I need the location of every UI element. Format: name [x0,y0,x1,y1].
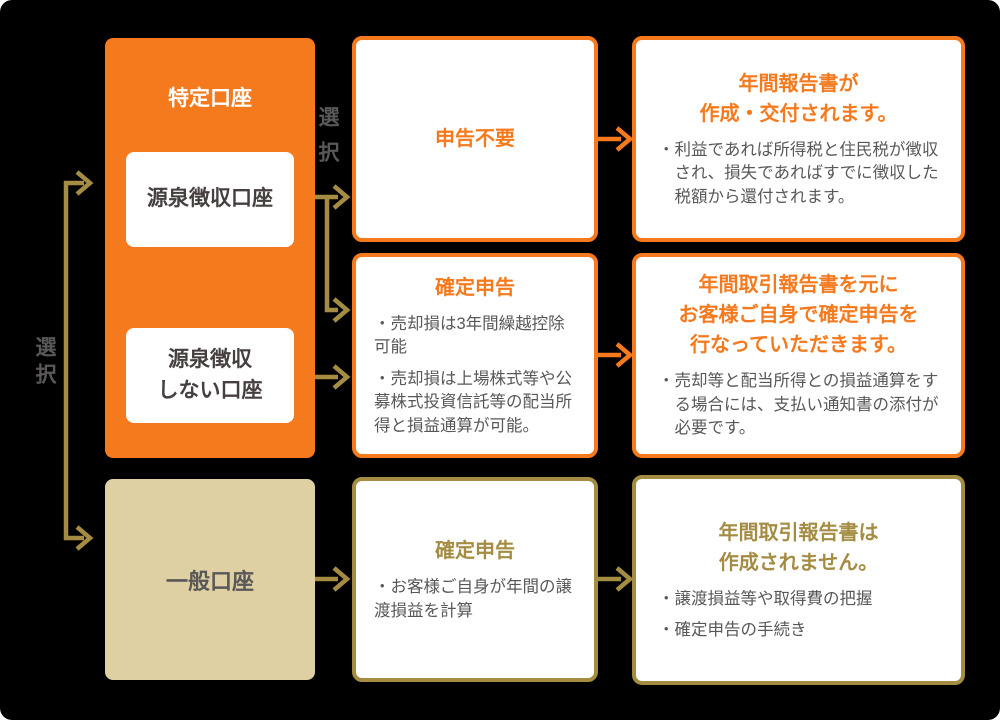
general-tax-return-box: 確定申告 ・お客様ご自身が年間の譲渡損益を計算 [352,477,598,682]
no-filing-box: 申告不要 [352,36,598,242]
gensen-shinai-account-box: 源泉徴収 しない口座 [126,328,294,423]
self-filing-title-line2: お客様ご自身で確定申告を [678,304,919,327]
annual-report-issued-title-line1: 年間報告書が [738,72,859,95]
self-filing-box: 年間取引報告書を元に お客様ご自身で確定申告を 行なっていただきます。 ・売却等… [632,253,965,458]
ippan-account-label: 一般口座 [165,568,254,594]
no-report-title: 年間取引報告書は 作成されません。 [658,518,939,578]
select-label-left: 選択 [33,336,56,390]
self-filing-title-line3: 行なっていただきます。 [690,334,907,357]
tokutei-account-box: 特定口座 源泉徴収口座 源泉徴収 しない口座 [105,38,315,458]
tax-return-bullet-1: ・売却損は3年間繰越控除可能 [374,314,565,357]
ippan-arrow [313,566,351,592]
tokutei-account-title: 特定口座 [168,87,252,110]
self-filing-title-line1: 年間取引報告書を元に [698,274,899,297]
tax-return-box: 確定申告 ・売却損は3年間繰越控除可能 ・売却損は上場株式等や公募株式投資信託等… [352,253,598,458]
no-report-bullet-1: ・譲渡損益等や取得費の把握 [658,589,873,608]
self-filing-title: 年間取引報告書を元に お客様ご自身で確定申告を 行なっていただきます。 [658,270,939,360]
left-select-bracket-arrow [63,170,94,551]
gensen-shinai-label-line1: 源泉徴収 [168,348,252,372]
gensen-shinai-label-line2: しない口座 [157,378,263,402]
no-report-title-line1: 年間取引報告書は [718,521,879,544]
gensen-account-label: 源泉徴収口座 [147,187,273,211]
general-tax-return-title: 確定申告 [435,540,515,563]
row3-result-arrow [598,566,634,592]
tax-return-bullet-2: ・売却損は上場株式等や公募株式投資信託等の配当所得と損益通算が可能。 [374,369,572,435]
no-report-bullet-2: ・確定申告の手続き [658,621,807,639]
no-report-box: 年間取引報告書は 作成されません。 ・譲渡損益等や取得費の把握 ・確定申告の手続… [632,475,965,685]
gensen-account-box: 源泉徴収口座 [126,152,294,247]
self-filing-bullet-1: ・売却等と配当所得との損益通算をする場合には、支払い通知書の添付が必要です。 [658,372,939,438]
annual-report-issued-box: 年間報告書が 作成・交付されます。 ・利益であれば所得税と住民税が徴収され、損失… [632,36,965,242]
tax-return-title: 確定申告 [435,276,515,299]
no-filing-title: 申告不要 [435,128,515,150]
row1-result-arrow [598,126,634,152]
annual-report-issued-title: 年間報告書が 作成・交付されます。 [658,69,939,129]
no-report-title-line2: 作成されません。 [718,551,879,574]
annual-report-issued-bullet-1: ・利益であれば所得税と住民税が徴収され、損失であればすでに徴収した税額から還付さ… [658,140,939,206]
annual-report-issued-title-line2: 作成・交付されます。 [699,102,898,125]
general-tax-return-bullet-1: ・お客様ご自身が年間の譲渡損益を計算 [374,578,572,620]
row2-result-arrow [598,342,634,368]
ippan-account-box: 一般口座 [105,479,315,680]
select-label-branch: 選択 [316,106,339,176]
